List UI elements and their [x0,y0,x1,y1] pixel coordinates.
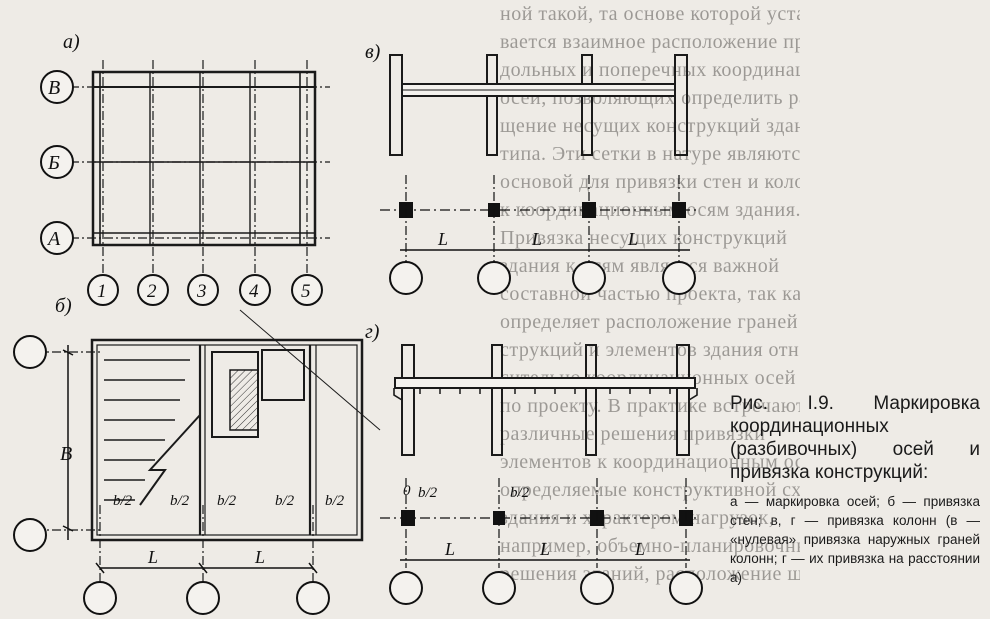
panel-v-column-bubble [572,261,606,295]
half-width-label: b/2 [418,485,438,501]
panel-v-plan [380,175,700,262]
panel-g-column-bubble [389,571,423,605]
panel-a-grid [91,70,317,247]
panel-b-dimension [62,345,74,540]
background-text-line: вается взаимное расположение про- [500,31,800,53]
panel-b-walls [90,338,364,542]
row-axis-label: Б [47,152,60,174]
half-width-label: b/2 [275,493,295,509]
row-axis-bubble: В [40,70,74,104]
background-text-line: по проекту. В практике встречаются [500,395,800,417]
panel-g-label: г) [365,321,380,343]
panel-b-row-bubble [13,335,47,369]
span-label: L [539,539,550,559]
panel-v-column-bubble [389,261,423,295]
half-width-label: b/2 [113,493,133,509]
half-width-label: b/2 [510,485,530,501]
row-axis-label: В [48,77,60,99]
background-text-line: дольных и поперечных координационных [500,59,800,81]
span-label: L [437,229,448,249]
panel-v-label: в) [365,41,381,63]
background-text-line: элементов к координационным осям, [500,451,800,473]
background-text-line: ной такой, та основе которой устанавли- [500,3,800,25]
row-axis-bubble: А [40,221,74,255]
span-label: L [444,539,455,559]
column-axis-label: 1 [97,281,107,302]
caption-title: Рис. I.9. Маркировка координационных (ра… [730,393,980,483]
half-width-label: b/2 [170,493,190,509]
column-axis-bubble: 1 [87,274,119,306]
panel-b-axis-leaders [35,351,314,590]
panel-g-column-bubble [482,571,516,605]
column-axis-label: 2 [147,281,157,302]
technical-drawing: а) В Б А 1 2 3 4 [13,31,703,615]
panel-b-span-lines [95,562,318,574]
background-text-line: основой для привязки стен и колонн [500,171,800,193]
panel-g-column-bubble [669,571,703,605]
span-label: L [254,547,265,567]
column-axis-label: 3 [196,281,207,302]
column-axis-bubble: 4 [239,274,271,306]
panel-v-column-bubble [477,261,511,295]
row-axis-bubble: Б [40,145,74,179]
panel-a-label: а) [63,31,80,53]
background-text-line: Привязка несущих конструкций [500,227,788,249]
panel-v-elevation [389,54,688,156]
panel-v-column-bubble [662,261,696,295]
panel-b-staircase [104,309,381,506]
row-axis-label: А [46,228,61,250]
background-text-line: типа. Эти сетки в натуре являются [500,143,800,165]
panel-b-row-bubble [13,518,47,552]
half-width-label: b/2 [325,493,345,509]
panel-g-column-bubble [580,571,614,605]
span-label: L [627,229,638,249]
background-text-line: здания и характером нагрузок, [500,507,775,529]
column-axis-bubble: 5 [291,274,323,306]
background-text-line: например, объемно-планировочные [500,535,800,557]
panel-b-column-bubble [186,581,220,615]
background-text-line: составной частью проекта, так как [500,283,800,305]
background-text-line: щение несущих конструкций здания [500,115,800,137]
background-text-line: здания к осям является важной [500,255,780,277]
zero-offset-label: 0 [403,483,411,499]
background-text-line: струкций и элементов здания отно- [500,339,800,361]
column-axis-label: 4 [249,281,259,302]
figure-caption: Рис. I.9. Маркировка координационных (ра… [730,392,980,587]
span-label: L [634,539,645,559]
panel-b-label: б) [55,295,72,317]
background-text-line: решения зданий, расположение шахт [500,563,800,585]
panel-g-plan [380,478,700,568]
panel-a-axis-leaders [70,60,330,278]
column-axis-bubble: 3 [187,274,219,306]
column-axis-label: 5 [301,281,311,302]
column-axis-bubble: 2 [137,274,169,306]
caption-body: а — маркировка осей; б — привязка стен; … [730,494,980,585]
panel-b-column-bubble [83,581,117,615]
background-text-line: различные решения привязки [500,423,766,445]
panel-g-elevation [393,344,698,456]
span-label: L [531,229,542,249]
background-text-line: определяемые конструктивной схемой [500,479,800,501]
background-text-line: определяет расположение граней кон- [500,311,800,333]
panel-b-column-bubble [296,581,330,615]
span-label: L [147,547,158,567]
half-width-label: b/2 [217,493,237,509]
dimension-b-label: В [60,443,72,465]
